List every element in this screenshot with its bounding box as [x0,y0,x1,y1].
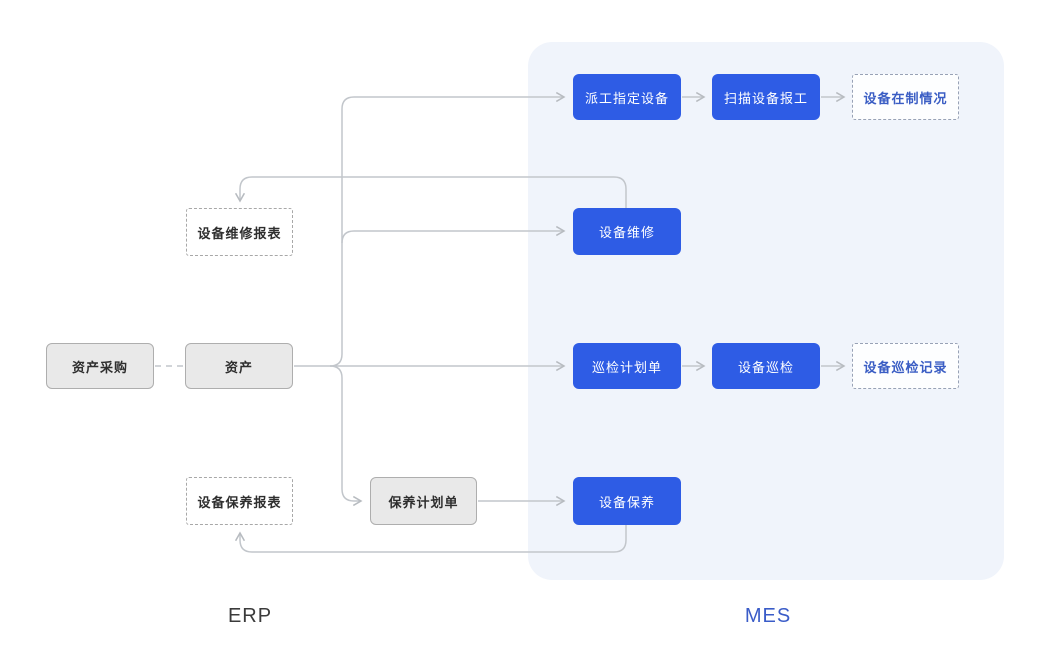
node-equipment-maintain: 设备保养 [573,477,681,525]
node-maintain-plan: 保养计划单 [370,477,477,525]
node-asset-purchase: 资产采购 [46,343,154,389]
node-in-process-status: 设备在制情况 [852,74,959,120]
erp-region-label: ERP [227,605,273,627]
node-maintain-report: 设备保养报表 [186,477,293,525]
mes-region-label: MES [744,605,792,627]
connector-asset-to-maintain-plan [329,365,363,507]
node-equipment-inspect: 设备巡检 [712,343,820,389]
node-inspect-plan: 巡检计划单 [573,343,681,389]
node-asset: 资产 [185,343,293,389]
node-repair-report: 设备维修报表 [186,208,293,256]
node-dispatch-equipment: 派工指定设备 [573,74,681,120]
node-equipment-repair: 设备维修 [573,208,681,255]
node-scan-report: 扫描设备报工 [712,74,820,120]
node-inspect-record: 设备巡检记录 [852,343,959,389]
